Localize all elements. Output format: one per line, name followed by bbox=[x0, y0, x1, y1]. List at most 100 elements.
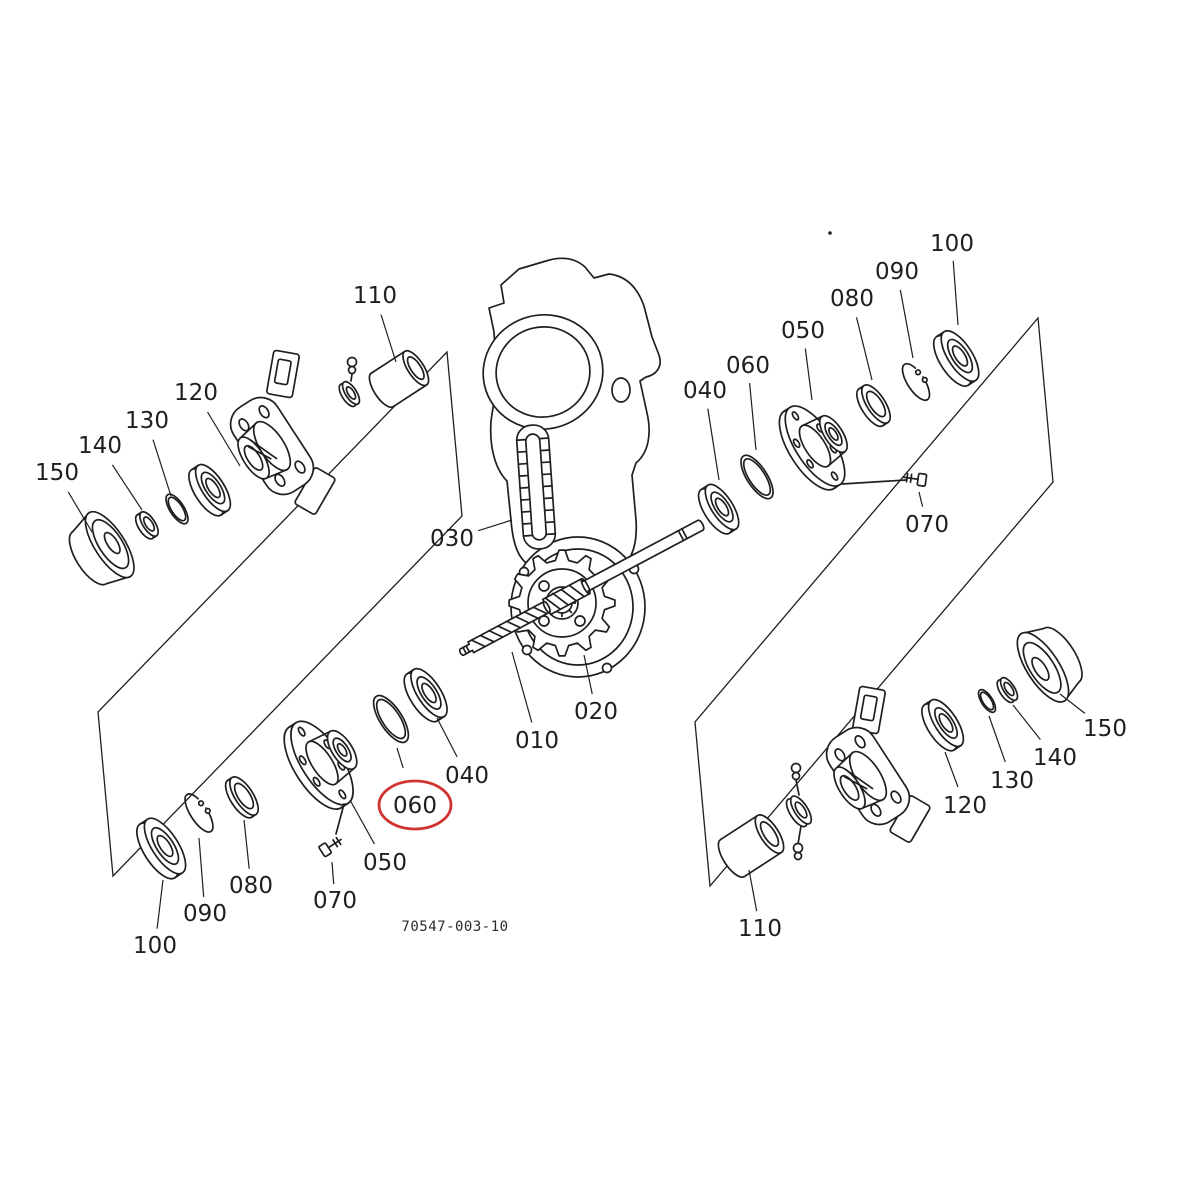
leader-080-lower-left bbox=[243, 819, 250, 869]
drawing-number: 70547-003-10 bbox=[401, 919, 508, 935]
leader-030-center bbox=[478, 519, 513, 532]
part-label-140-upper-left[interactable]: 140 bbox=[78, 433, 122, 459]
leader-080-upper-right bbox=[855, 317, 873, 381]
part-cover-150-lower-right bbox=[1016, 626, 1083, 703]
part-label-090-lower-left[interactable]: 090 bbox=[183, 901, 227, 927]
part-label-130-lower-right[interactable]: 130 bbox=[990, 768, 1034, 794]
part-label-070-lower-left[interactable]: 070 bbox=[313, 888, 357, 914]
part-bearing-upper-left bbox=[188, 463, 232, 517]
part-bolt-070-upper-right bbox=[902, 472, 928, 487]
part-bearing-100-lower-left bbox=[136, 817, 187, 880]
set-bolt-connector-lower-right-bottom bbox=[797, 825, 802, 845]
assembly-upper-left bbox=[68, 349, 430, 586]
part-holder-120-lower-right bbox=[825, 685, 931, 843]
leader-140-upper-left bbox=[111, 464, 143, 511]
leader-150-lower-right bbox=[1059, 693, 1086, 714]
leader-040-upper-right bbox=[707, 408, 720, 481]
part-label-080-lower-left[interactable]: 080 bbox=[229, 873, 273, 899]
leader-090-upper-right bbox=[899, 289, 914, 359]
leader-100-lower-left bbox=[156, 879, 164, 929]
leader-050-lower-left bbox=[349, 799, 375, 845]
part-collar-lower-right bbox=[785, 795, 813, 828]
leader-090-lower-left bbox=[198, 837, 205, 898]
part-label-050-lower-left[interactable]: 050 bbox=[363, 850, 407, 876]
part-ring-130-upper-left bbox=[165, 493, 189, 525]
part-snapring-090-upper-right bbox=[901, 362, 931, 402]
part-ring-080-lower-left bbox=[224, 776, 260, 819]
part-chain-030 bbox=[515, 424, 557, 550]
leader-130-lower-right bbox=[988, 715, 1006, 763]
part-bearing-040-upper-right bbox=[697, 483, 740, 535]
leader-020-center bbox=[583, 654, 593, 695]
part-collar-140-lower-right bbox=[996, 676, 1019, 704]
part-flange-050-upper-right bbox=[778, 405, 907, 491]
part-label-020-center[interactable]: 020 bbox=[574, 699, 618, 725]
bolt-connector-upper-right bbox=[841, 479, 907, 485]
leader-100-upper-right bbox=[952, 260, 959, 326]
assembly-lower-right bbox=[717, 626, 1083, 878]
part-label-090-upper-right[interactable]: 090 bbox=[875, 259, 919, 285]
part-label-050-upper-right[interactable]: 050 bbox=[781, 318, 825, 344]
leader-060-upper-right bbox=[749, 383, 757, 451]
group-boundary-right bbox=[694, 316, 1054, 888]
part-label-100-lower-left[interactable]: 100 bbox=[133, 933, 177, 959]
highlight-circle-060 bbox=[377, 779, 453, 831]
part-oring-060-upper-right bbox=[740, 454, 774, 500]
part-label-130-upper-left[interactable]: 130 bbox=[125, 408, 169, 434]
part-label-110-lower-right[interactable]: 110 bbox=[738, 916, 782, 942]
set-bolt-connector-lower-right-top bbox=[795, 779, 800, 796]
part-label-060-upper-right[interactable]: 060 bbox=[726, 353, 770, 379]
leader-110-upper-left bbox=[380, 314, 397, 363]
part-bushing-110-upper-left bbox=[368, 349, 430, 409]
part-label-150-upper-left[interactable]: 150 bbox=[35, 460, 79, 486]
part-bolt-070-lower-left bbox=[318, 836, 342, 858]
part-label-040-upper-right[interactable]: 040 bbox=[683, 378, 727, 404]
leader-010-center bbox=[511, 651, 533, 723]
part-label-010-center[interactable]: 010 bbox=[515, 728, 559, 754]
part-label-040-lower-left[interactable]: 040 bbox=[445, 763, 489, 789]
part-holder-120-upper-left bbox=[229, 349, 336, 515]
part-label-120-upper-left[interactable]: 120 bbox=[174, 380, 218, 406]
part-label-070-upper-right[interactable]: 070 bbox=[905, 512, 949, 538]
part-label-110-upper-left[interactable]: 110 bbox=[353, 283, 397, 309]
labels-layer: 1101201301401500300100200400600500800901… bbox=[35, 231, 1127, 959]
part-collar-140-upper-left bbox=[134, 510, 159, 540]
part-shaft-010 bbox=[458, 519, 705, 657]
mark-dot bbox=[828, 231, 832, 235]
leader-120-upper-left bbox=[206, 411, 241, 467]
part-bearing-100-upper-right bbox=[932, 329, 980, 387]
part-bushing-110-lower-right bbox=[717, 814, 785, 878]
part-label-030-center[interactable]: 030 bbox=[430, 526, 474, 552]
bolt-connector-lower-left bbox=[335, 803, 345, 835]
leader-050-upper-right bbox=[804, 348, 813, 401]
leader-060-lower-left bbox=[396, 747, 404, 768]
part-label-120-lower-right[interactable]: 120 bbox=[943, 793, 987, 819]
leader-130-upper-left bbox=[152, 439, 172, 497]
leader-070-upper-right bbox=[918, 491, 924, 507]
leader-070-lower-left bbox=[331, 861, 335, 885]
part-cover-150-upper-left bbox=[68, 510, 135, 586]
assembly-upper-right bbox=[697, 329, 980, 535]
leader-110-lower-right bbox=[748, 869, 758, 912]
leader-120-lower-right bbox=[944, 751, 959, 788]
part-snapring-090-lower-left bbox=[184, 793, 214, 833]
leader-140-lower-right bbox=[1012, 704, 1041, 740]
part-oring-060-lower-left bbox=[372, 694, 410, 744]
assembly-gearcase-center bbox=[458, 257, 705, 678]
part-label-080-upper-right[interactable]: 080 bbox=[830, 286, 874, 312]
part-bearing-120-lower-right bbox=[921, 698, 965, 752]
part-flange-050-lower-left bbox=[283, 720, 358, 835]
set-bolt-lower-right-top bbox=[790, 762, 802, 781]
part-label-060-lower-left[interactable]: 060 bbox=[393, 793, 437, 819]
part-label-100-upper-right[interactable]: 100 bbox=[930, 231, 974, 257]
leader-150-upper-left bbox=[67, 491, 93, 533]
part-collar-upper-left bbox=[338, 380, 361, 408]
assembly-lower-left bbox=[136, 667, 448, 880]
part-label-140-lower-right[interactable]: 140 bbox=[1033, 745, 1077, 771]
part-bearing-040-lower-left bbox=[403, 667, 448, 723]
part-label-150-lower-right[interactable]: 150 bbox=[1083, 716, 1127, 742]
set-bolt-lower-right-bottom bbox=[792, 842, 804, 861]
part-ring-130-lower-right bbox=[977, 688, 997, 714]
